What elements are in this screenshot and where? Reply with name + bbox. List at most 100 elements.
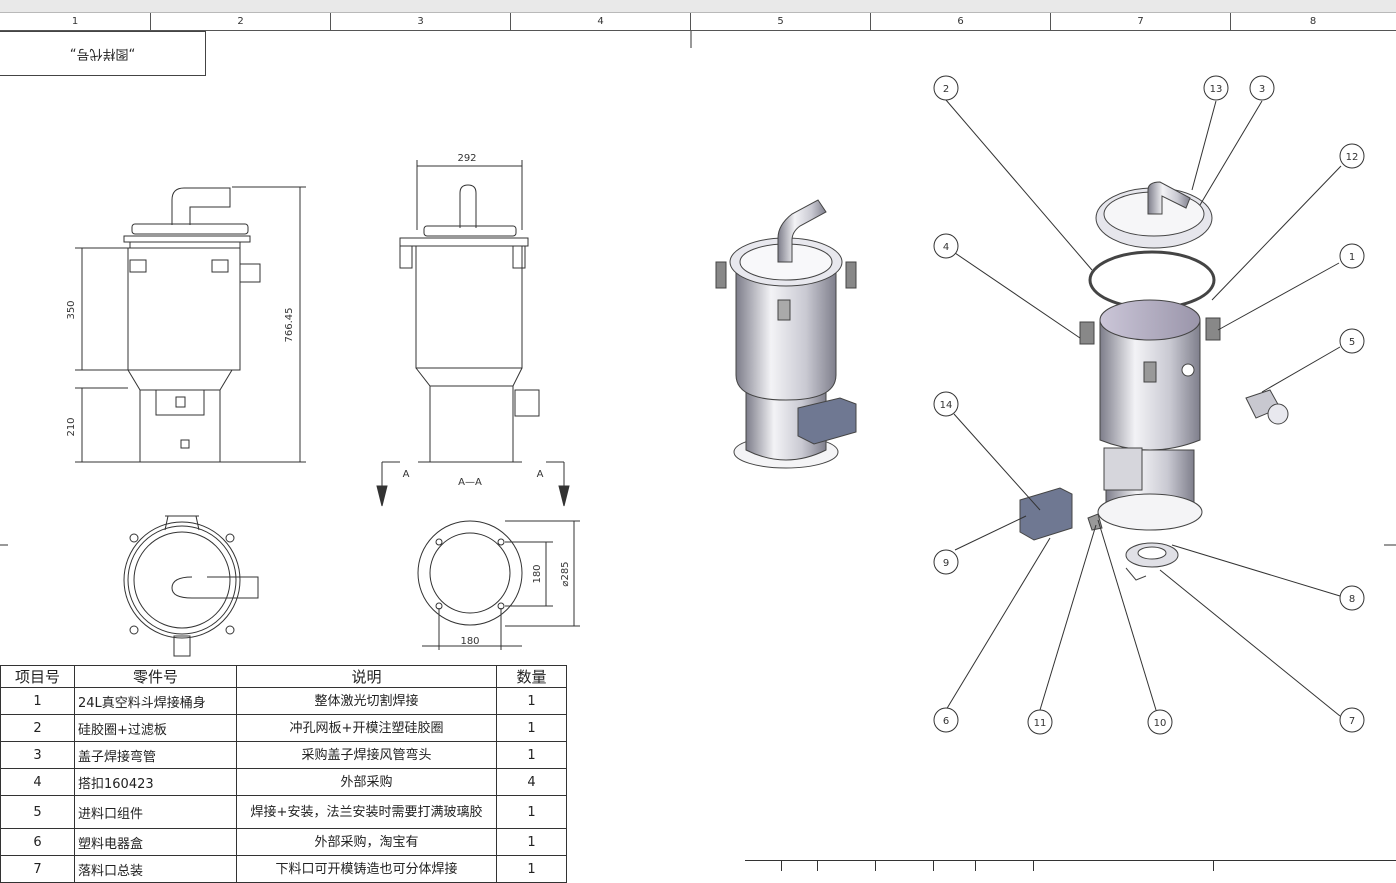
zone-8: 8	[1309, 16, 1317, 27]
zone-7: 7	[1051, 13, 1231, 30]
table-row: 1 24L真空料斗焊接桶身 整体激光切割焊接 1	[0, 687, 567, 715]
zone-6: 6	[871, 13, 1051, 30]
part-balloons	[933, 75, 1365, 735]
bom-description: 外部采购，淘宝有	[236, 828, 497, 856]
bom-part-name: 塑料电器盒	[74, 828, 237, 856]
balloon-3: 3	[1259, 84, 1265, 95]
bom-description: 焊接+安装，法兰安装时需要打满玻璃胶	[236, 795, 497, 829]
balloon-circle	[933, 549, 959, 575]
title-block	[745, 860, 1396, 871]
bom-description: 采购盖子焊接风管弯头	[236, 741, 497, 769]
drawing-code-stamp: „图样代号„	[0, 31, 206, 76]
front-view	[75, 186, 306, 463]
bom-quantity: 1	[496, 687, 567, 715]
bom-description: 冲孔网板+开模注塑硅胶圈	[236, 714, 497, 742]
dim-180-vertical: 180	[532, 564, 543, 583]
bom-quantity: 4	[496, 768, 567, 796]
dim-350: 350	[66, 300, 77, 319]
balloon-4: 4	[943, 242, 949, 253]
balloon-circle	[1339, 328, 1365, 354]
side-view	[376, 160, 570, 507]
bom-item-no: 6	[0, 828, 75, 856]
bom-item-no: 7	[0, 855, 75, 883]
balloon-circle	[1339, 243, 1365, 269]
dim-292: 292	[457, 153, 476, 164]
section-arrow-left: A	[403, 469, 410, 480]
bom-header-row: 项目号 零件号 说明 数量	[0, 665, 567, 688]
bom-header-description: 说明	[236, 665, 497, 688]
exploded-view	[1019, 181, 1289, 581]
top-view	[123, 515, 259, 657]
leader-lines	[945, 99, 1342, 717]
section-label: A—A	[458, 477, 482, 488]
dim-210: 210	[66, 417, 77, 436]
balloon-10: 10	[1154, 718, 1167, 729]
bom-quantity: 1	[496, 828, 567, 856]
bom-quantity: 1	[496, 741, 567, 769]
bom-item-no: 3	[0, 741, 75, 769]
bom-quantity: 1	[496, 795, 567, 829]
balloon-1: 1	[1349, 252, 1355, 263]
balloon-circle	[1027, 709, 1053, 735]
bom-part-name: 搭扣160423	[74, 768, 237, 796]
balloon-13: 13	[1210, 84, 1223, 95]
bom-part-name: 落料口总装	[74, 855, 237, 883]
dim-285-diameter: ⌀285	[560, 561, 571, 586]
bom-item-no: 1	[0, 687, 75, 715]
balloon-9: 9	[943, 558, 949, 569]
table-row: 3 盖子焊接弯管 采购盖子焊接风管弯头 1	[0, 741, 567, 769]
balloon-circle	[1203, 75, 1229, 101]
balloon-6: 6	[943, 716, 949, 727]
bom-header-quantity: 数量	[496, 665, 567, 688]
table-row: 6 塑料电器盒 外部采购，淘宝有 1	[0, 828, 567, 856]
table-row: 7 落料口总装 下料口可开模铸造也可分体焊接 1	[0, 855, 567, 883]
zone-3: 3	[331, 13, 511, 30]
bom-part-name: 24L真空料斗焊接桶身	[74, 687, 237, 715]
section-arrow-right: A	[537, 469, 544, 480]
balloon-circle	[933, 233, 959, 259]
bom-header-part-no: 零件号	[74, 665, 237, 688]
bom-description: 下料口可开模铸造也可分体焊接	[236, 855, 497, 883]
balloon-circle	[933, 75, 959, 101]
table-row: 2 硅胶圈+过滤板 冲孔网板+开模注塑硅胶圈 1	[0, 714, 567, 742]
zone-4: 4	[511, 13, 691, 30]
bom-item-no: 2	[0, 714, 75, 742]
balloon-8: 8	[1349, 594, 1355, 605]
balloon-7: 7	[1349, 716, 1355, 727]
balloon-circle	[933, 391, 959, 417]
balloon-circle	[1339, 585, 1365, 611]
balloon-circle	[1147, 709, 1173, 735]
balloon-circle	[1339, 143, 1365, 169]
balloon-circle	[1249, 75, 1275, 101]
balloon-2: 2	[943, 84, 949, 95]
isometric-view	[715, 199, 857, 469]
balloon-circle	[933, 707, 959, 733]
bom-part-name: 硅胶圈+过滤板	[74, 714, 237, 742]
bom-header-item-no: 项目号	[0, 665, 75, 688]
bom-item-no: 5	[0, 795, 75, 829]
table-row: 4 搭扣160423 外部采购 4	[0, 768, 567, 796]
zone-2: 2	[151, 13, 331, 30]
bom-part-name: 盖子焊接弯管	[74, 741, 237, 769]
balloon-14: 14	[940, 400, 953, 411]
balloon-11: 11	[1034, 718, 1047, 729]
balloon-5: 5	[1349, 337, 1355, 348]
bom-description: 外部采购	[236, 768, 497, 796]
zone-1: 1	[0, 13, 151, 30]
bom-quantity: 1	[496, 714, 567, 742]
bom-description: 整体激光切割焊接	[236, 687, 497, 715]
table-row: 5 进料口组件 焊接+安装，法兰安装时需要打满玻璃胶 1	[0, 795, 567, 829]
dim-180-horizontal: 180	[460, 636, 479, 647]
bom-part-name: 进料口组件	[74, 795, 237, 829]
bill-of-materials: 项目号 零件号 说明 数量 1 24L真空料斗焊接桶身 整体激光切割焊接 1 2…	[0, 665, 567, 883]
zone-ruler: 1 2 3 4 5 6 7 8	[0, 13, 1396, 31]
window-top-bar	[0, 0, 1396, 13]
dim-766: 766.45	[284, 308, 295, 343]
section-a-a	[417, 520, 580, 650]
bom-item-no: 4	[0, 768, 75, 796]
zone-5: 5	[691, 13, 871, 30]
bom-quantity: 1	[496, 855, 567, 883]
balloon-circle	[1339, 707, 1365, 733]
balloon-12: 12	[1346, 152, 1359, 163]
